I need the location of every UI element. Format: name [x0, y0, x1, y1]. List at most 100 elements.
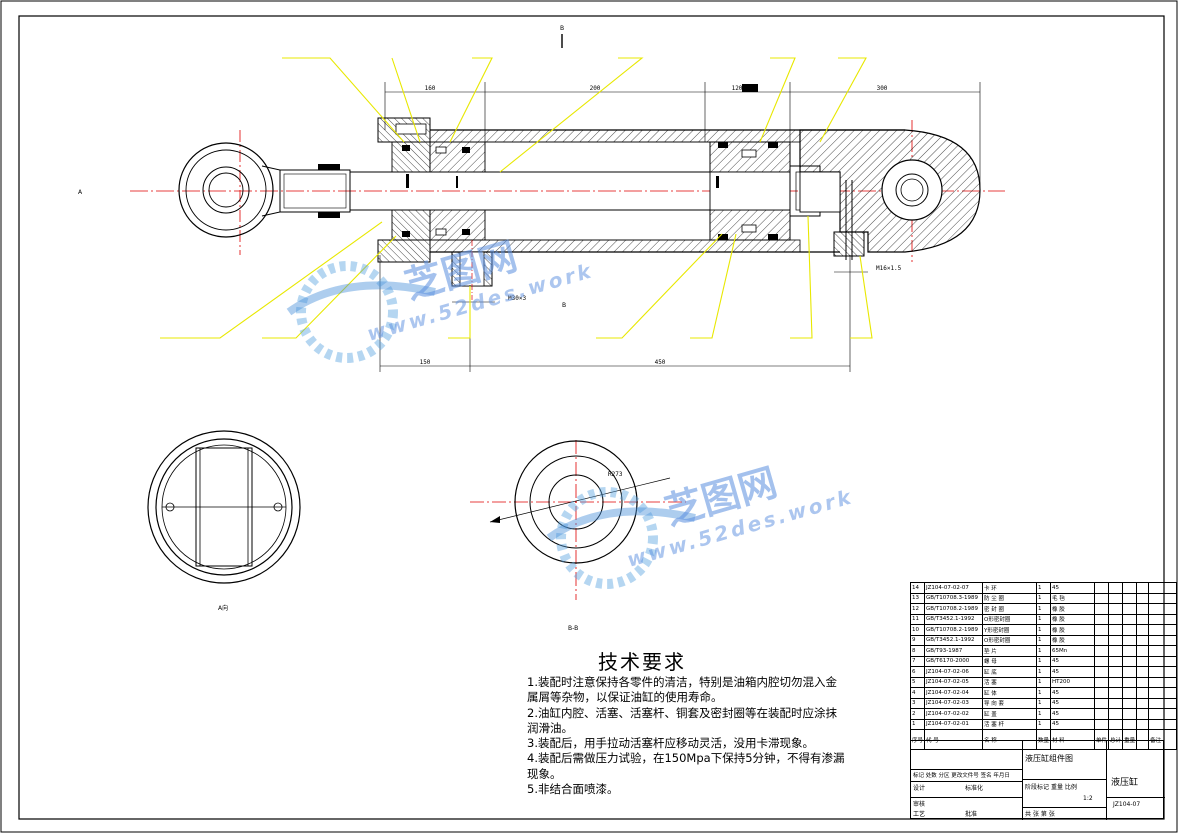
- tb-review: 审核: [913, 801, 926, 808]
- bom-cell-qty: 1: [1036, 634, 1052, 646]
- bom-cell-name: O形密封圈: [982, 613, 1038, 625]
- tech-item: 3.装配后，用手拉动活塞杆应移动灵活，没用卡滞现象。: [527, 736, 814, 751]
- bom-cell-empty: [1108, 634, 1124, 646]
- bom-cell-empty: [1122, 624, 1138, 636]
- bom-cell-no: 5: [909, 676, 926, 688]
- bom-cell-empty: [1108, 676, 1124, 688]
- bom-cell-code: GB/T6170-2000: [924, 655, 984, 667]
- bom-cell-empty: [1148, 718, 1178, 730]
- bom-cell-mat: 橡 胶: [1050, 624, 1096, 636]
- bom-cell-code: JZ104-07-02-04: [924, 687, 984, 699]
- bom-cell-code: JZ104-07-02-02: [924, 708, 984, 720]
- tech-item: 4.装配后需做压力试验，在150Mpa下保持5分钟，不得有渗漏现象。: [527, 751, 845, 781]
- bom-cell-empty: [1148, 645, 1178, 657]
- bom-cell-empty: [1148, 624, 1178, 636]
- tb-sign: 签名: [980, 773, 992, 779]
- bom-cell-name: 垫 片: [982, 645, 1038, 657]
- bom-cell-name: 活 塞 杆: [982, 718, 1038, 730]
- bom-cell-no: 1: [909, 718, 926, 730]
- tech-item: 2.油缸内腔、活塞、活塞杆、铜套及密封圈等在装配时应涂抹润滑油。: [527, 705, 837, 735]
- tb-part-name: 液压缸: [1111, 778, 1139, 788]
- bom-cell-mat: 45: [1050, 708, 1096, 720]
- view-a: A向: [147, 430, 301, 612]
- bom-cell-empty: [1108, 708, 1124, 720]
- bom-cell-mat: HT200: [1050, 676, 1096, 688]
- bom-cell-no: 6: [909, 666, 926, 678]
- bom-cell-empty: [1122, 592, 1138, 604]
- bom-cell-qty: 1: [1036, 624, 1052, 636]
- bom-cell-qty: 1: [1036, 718, 1052, 730]
- bom-cell-empty: [1136, 697, 1150, 709]
- bom-cell-empty: [1122, 676, 1138, 688]
- tb-approve: 批准: [965, 811, 978, 818]
- bom-cell-no: 12: [909, 603, 926, 615]
- tb-sheet: 张: [1032, 811, 1039, 818]
- bom-cell-no: 9: [909, 634, 926, 646]
- tech-title: 技术要求: [598, 650, 686, 674]
- section-b-b: R273 B-B: [470, 440, 686, 632]
- tb-standardize: 标准化: [965, 785, 984, 792]
- bom-cell-no: 3: [909, 697, 926, 709]
- bom-cell-no: 2: [909, 708, 926, 720]
- tech-item: 1.装配时注意保持各零件的清洁，特别是油箱内腔切勿混入金属屑等杂物，以保证油缸的…: [527, 675, 837, 705]
- bom-cell-empty: [1122, 645, 1138, 657]
- bom-cell-mat: 45: [1050, 697, 1096, 709]
- tb-total-sheets: 共: [1025, 811, 1032, 818]
- bom-cell-empty: [1108, 645, 1124, 657]
- bom-cell-empty: [1108, 624, 1124, 636]
- bom-cell-qty: 1: [1036, 613, 1052, 625]
- bom-cell-qty: 1: [1036, 687, 1052, 699]
- bom-cell-empty: [1136, 687, 1150, 699]
- bom-cell-empty: [1108, 613, 1124, 625]
- bom-cell-no: 14: [909, 582, 926, 594]
- bom-cell-empty: [1148, 613, 1178, 625]
- bom-cell-empty: [1122, 697, 1138, 709]
- bom-cell-name: 缸 体: [982, 687, 1038, 699]
- bom-cell-code: GB/T10708.2-1989: [924, 603, 984, 615]
- bom-cell-empty: [1108, 655, 1124, 667]
- bom-cell-mat: 45: [1050, 582, 1096, 594]
- dim-port: M16×1.5: [876, 265, 902, 272]
- bom-cell-empty: [1148, 697, 1178, 709]
- bom-cell-mat: 65Mn: [1050, 645, 1096, 657]
- bom-cell-qty: 1: [1036, 666, 1052, 678]
- bom-cell-empty: [1094, 613, 1110, 625]
- bom-cell-empty: [1136, 655, 1150, 667]
- bom-cell-name: 缸 底: [982, 666, 1038, 678]
- bom-cell-code: JZ104-07-02-05: [924, 676, 984, 688]
- bom-cell-empty: [1122, 666, 1138, 678]
- bom-cell-empty: [1094, 718, 1110, 730]
- bom-cell-empty: [1108, 592, 1124, 604]
- bom-cell-empty: [1094, 592, 1110, 604]
- bom-cell-name: 卡 环: [982, 582, 1038, 594]
- tech-requirements: 1.装配时注意保持各零件的清洁，特别是油箱内腔切勿混入金属屑等杂物，以保证油缸的…: [527, 675, 847, 797]
- tb-scale: 1:2: [1083, 795, 1093, 802]
- bom-cell-empty: [1094, 655, 1110, 667]
- tb-zone: 分区: [938, 773, 950, 779]
- view-marker-left: A: [78, 189, 83, 196]
- bom-cell-code: GB/T93-1987: [924, 645, 984, 657]
- bom-cell-qty: 1: [1036, 592, 1052, 604]
- bom-cell-empty: [1122, 655, 1138, 667]
- tech-item: 5.非结合面喷漆。: [527, 782, 619, 797]
- bom-cell-empty: [1108, 582, 1124, 594]
- tb-change-no: 更改文件号: [951, 773, 979, 779]
- bom-cell-empty: [1136, 645, 1150, 657]
- bom-cell-empty: [1136, 613, 1150, 625]
- bom-cell-empty: [1094, 624, 1110, 636]
- bom-cell-mat: 毛 毡: [1050, 592, 1096, 604]
- bom-cell-code: JZ104-07-02-06: [924, 666, 984, 678]
- bom-cell-mat: 45: [1050, 718, 1096, 730]
- bom-cell-qty: 1: [1036, 655, 1052, 667]
- bom-cell-empty: [1148, 687, 1178, 699]
- bom-cell-mat: 橡 胶: [1050, 613, 1096, 625]
- bom-cell-empty: [1108, 666, 1124, 678]
- dim-160: 160: [425, 85, 436, 92]
- bom-cell-empty: [1094, 603, 1110, 615]
